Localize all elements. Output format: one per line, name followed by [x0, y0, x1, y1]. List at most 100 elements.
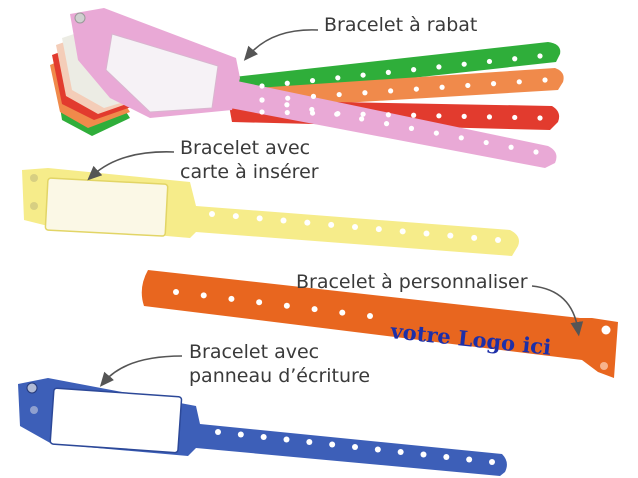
- label-bracelet-a-personnaliser: Bracelet à personnaliser: [296, 271, 528, 293]
- band-hole: [367, 313, 373, 319]
- band-hole: [232, 213, 239, 220]
- bracelet-panneau-ecriture: [18, 378, 507, 476]
- arrow-carte-icon: [87, 151, 175, 181]
- arrow-perso-icon: [531, 285, 584, 337]
- band-hole: [173, 289, 179, 295]
- band-hole: [200, 292, 207, 299]
- band-hole: [259, 109, 265, 115]
- band-hole: [360, 72, 366, 78]
- band-hole: [359, 116, 365, 122]
- band-holes: [173, 289, 373, 319]
- band-hole: [439, 84, 445, 90]
- arrow-rabat-icon: [243, 29, 319, 61]
- band-hole: [436, 113, 442, 119]
- band-hole: [461, 113, 467, 119]
- band-hole: [423, 230, 430, 237]
- band-hole: [334, 111, 340, 117]
- band-hole: [285, 95, 291, 101]
- band-hole: [237, 431, 244, 438]
- band-hole: [489, 459, 495, 465]
- band-hole: [362, 90, 368, 96]
- band-hole: [537, 115, 543, 121]
- band-hole: [413, 86, 419, 92]
- band-hole: [304, 219, 311, 226]
- band-hole: [284, 109, 290, 116]
- band-hole: [483, 139, 489, 146]
- band-hole: [309, 77, 316, 84]
- band-hole: [209, 211, 215, 217]
- band-hole: [284, 102, 290, 108]
- band-hole: [433, 130, 439, 136]
- band-hole: [512, 114, 518, 121]
- band-hole: [352, 224, 358, 230]
- band-hole: [360, 111, 366, 117]
- band-pink: [230, 80, 557, 168]
- band-hole: [228, 295, 235, 302]
- band-hole: [533, 149, 539, 155]
- band-hole: [256, 299, 263, 306]
- band-hole: [411, 67, 417, 73]
- band-hole: [260, 434, 267, 440]
- band-hole: [374, 446, 381, 453]
- band-hole: [542, 77, 548, 83]
- band-hole: [328, 221, 335, 228]
- band-hole: [512, 56, 518, 62]
- bracelet-a-rabat: [50, 8, 564, 168]
- label-bracelet-a-rabat: Bracelet à rabat: [324, 14, 478, 36]
- band-hole: [490, 81, 497, 87]
- band-hole: [383, 121, 390, 127]
- band-hole: [309, 106, 315, 113]
- band-hole: [399, 228, 406, 235]
- band-hole: [447, 232, 454, 239]
- band-hole: [283, 436, 290, 443]
- band-hole: [259, 97, 265, 103]
- band-green: [225, 42, 561, 98]
- pink-flap: [70, 8, 240, 118]
- band-hole: [375, 226, 382, 233]
- band-hole: [397, 449, 404, 455]
- band-hole: [461, 61, 467, 67]
- band-holes: [215, 429, 495, 465]
- band-holes: [259, 53, 548, 155]
- band-hole: [537, 53, 543, 59]
- band-hole: [335, 75, 341, 81]
- band-hole: [486, 58, 493, 65]
- band-hole: [458, 135, 464, 141]
- band-hole: [283, 302, 290, 309]
- band-hole: [486, 114, 493, 120]
- label-line: Bracelet avec: [189, 341, 320, 363]
- band-hole: [385, 112, 391, 118]
- band-hole: [284, 80, 290, 86]
- band-hole: [471, 234, 478, 241]
- band-hole: [259, 83, 265, 89]
- label-line: Bracelet avec: [180, 137, 311, 159]
- band-hole: [215, 429, 221, 435]
- band-hole: [516, 79, 522, 85]
- label-bracelet-carte: Bracelet avec carte à insérer: [180, 136, 319, 184]
- band-hole: [280, 217, 287, 224]
- band-hole: [311, 306, 318, 313]
- band-hole: [329, 441, 336, 448]
- band-hole: [466, 456, 473, 463]
- band-hole: [256, 215, 263, 222]
- bracelet-carte-a-inserer: [22, 168, 519, 256]
- band-hole: [385, 69, 391, 75]
- label-line: carte à insérer: [180, 161, 319, 183]
- band-hole: [495, 237, 501, 243]
- band-hole: [306, 439, 313, 445]
- band-hole: [408, 125, 415, 131]
- band-hole: [436, 64, 442, 70]
- label-bracelet-panneau: Bracelet avec panneau d’écriture: [189, 340, 370, 388]
- band-hole: [508, 144, 514, 150]
- band-hole: [411, 112, 417, 118]
- band-hole: [443, 454, 450, 460]
- band-hole: [339, 309, 346, 316]
- band-hole: [336, 91, 342, 98]
- band-holes: [209, 211, 501, 243]
- label-line: panneau d’écriture: [189, 365, 371, 387]
- band-hole: [388, 88, 394, 94]
- band-hole: [352, 444, 358, 450]
- band-hole: [310, 93, 317, 99]
